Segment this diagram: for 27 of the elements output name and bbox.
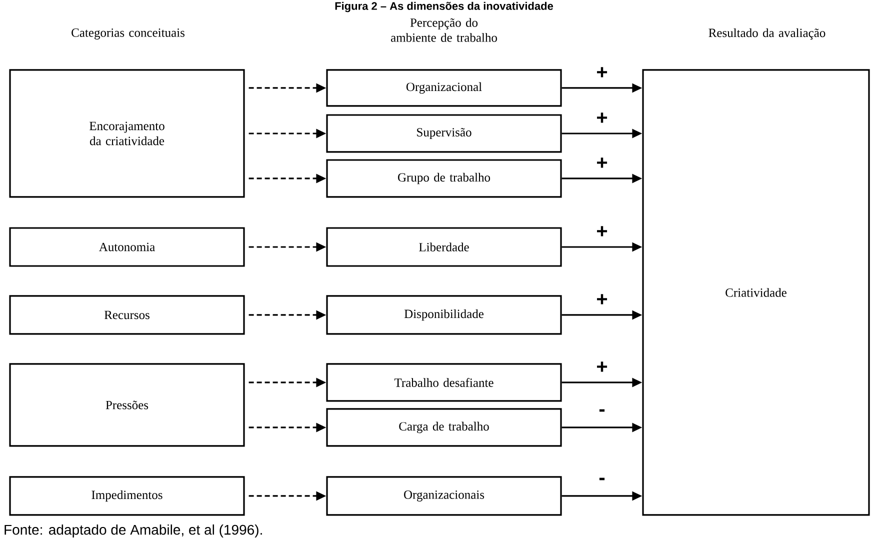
figure-title: Figura 2 – As dimensões da inovatividade [335,2,554,12]
column-heading: Percepção do ambiente de trabalho [391,18,497,42]
concept-box: Disponibilidade [326,295,562,335]
concept-box: Pressões [9,363,245,447]
sign-label: + [595,225,609,239]
concept-box: Carga de trabalho [326,408,562,447]
sign-label: - [598,476,606,486]
concept-box: Impedimentos [9,476,245,516]
concept-box: Organizacional [326,69,562,107]
sign-label: + [595,156,609,170]
column-heading: Categorias conceituais [72,28,184,40]
sign-label: + [595,66,609,80]
concept-box: Trabalho desafiante [326,363,562,402]
concept-box: Organizacionais [326,476,562,516]
source-note: Fonte: adaptado de Amabile, et al (1996). [4,524,262,538]
concept-box: Grupo de trabalho [326,159,562,198]
sign-label: - [598,408,606,417]
column-heading: Resultado da avaliação [708,28,826,40]
sign-label: + [595,293,609,307]
concept-box: Supervisão [326,114,562,153]
concept-box: Encorajamento da criatividade [9,69,245,198]
sign-label: + [595,360,609,374]
sign-label: + [595,112,609,126]
concept-box: Liberdade [326,227,562,267]
concept-box: Criatividade [642,69,870,516]
concept-box: Recursos [9,295,245,335]
concept-box: Autonomia [9,227,245,267]
